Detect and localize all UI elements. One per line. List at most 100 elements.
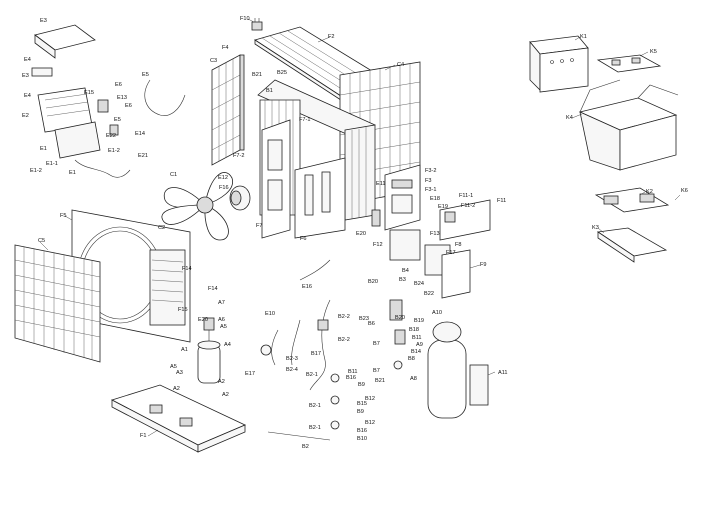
callout-f17[interactable]: F17 — [446, 250, 456, 256]
callout-e1-2[interactable]: E1-2 — [108, 148, 120, 154]
callout-b21-lower[interactable]: B21 — [375, 378, 385, 384]
callout-a9[interactable]: A9 — [416, 342, 423, 348]
callout-f3-1[interactable]: F3-1 — [425, 187, 437, 193]
callout-b11-lower[interactable]: B11 — [348, 369, 358, 375]
callout-e19[interactable]: E19 — [438, 204, 448, 210]
callout-b21[interactable]: B21 — [252, 72, 262, 78]
callout-c5[interactable]: C5 — [38, 238, 46, 244]
callout-e3[interactable]: E3 — [40, 18, 47, 24]
callout-e21[interactable]: E21 — [138, 153, 148, 159]
callout-e22[interactable]: E22 — [106, 133, 116, 139]
callout-e14[interactable]: E14 — [135, 131, 145, 137]
callout-e2[interactable]: E2 — [22, 113, 29, 119]
callout-f11-1[interactable]: F11-1 — [459, 193, 474, 199]
callout-a7[interactable]: A7 — [218, 300, 225, 306]
callout-b9-lower[interactable]: B9 — [357, 409, 364, 415]
callout-a3[interactable]: A3 — [176, 370, 183, 376]
callout-f2[interactable]: F2 — [328, 34, 335, 40]
callout-e20[interactable]: E20 — [356, 231, 366, 237]
callout-b2-3[interactable]: B2-3 — [286, 356, 298, 362]
callout-b24[interactable]: B24 — [414, 281, 424, 287]
callout-b2-4[interactable]: B2-4 — [286, 367, 298, 373]
callout-f10[interactable]: F10 — [240, 16, 250, 22]
callout-a4[interactable]: A4 — [224, 342, 231, 348]
callout-k1[interactable]: K1 — [580, 34, 587, 40]
callout-a11[interactable]: A11 — [498, 370, 508, 376]
callout-e11[interactable]: E11 — [376, 181, 386, 187]
callout-f12[interactable]: F12 — [373, 242, 383, 248]
callout-e20-lower[interactable]: E20 — [198, 317, 208, 323]
callout-f7-2[interactable]: F7-2 — [233, 153, 245, 159]
callout-f16[interactable]: F16 — [219, 185, 229, 191]
callout-f4[interactable]: F4 — [222, 45, 229, 51]
callout-a1[interactable]: A1 — [181, 347, 188, 353]
callout-b7-lower[interactable]: B7 — [373, 368, 380, 374]
callout-e15[interactable]: E15 — [84, 90, 94, 96]
callout-a10[interactable]: A10 — [432, 310, 442, 316]
callout-e5[interactable]: E5 — [142, 72, 149, 78]
callout-b14[interactable]: B14 — [411, 349, 421, 355]
callout-a8[interactable]: A8 — [410, 376, 417, 382]
callout-f7[interactable]: F7 — [256, 223, 263, 229]
callout-b1[interactable]: B1 — [266, 88, 273, 94]
callout-b16[interactable]: B16 — [346, 375, 356, 381]
callout-k4[interactable]: K4 — [566, 115, 573, 121]
callout-e17[interactable]: E17 — [245, 371, 255, 377]
callout-b2-1-lower[interactable]: B2-1 — [309, 425, 321, 431]
callout-f11-2[interactable]: F11-2 — [461, 203, 476, 209]
callout-b4[interactable]: B4 — [402, 268, 409, 274]
callout-k2[interactable]: K2 — [646, 189, 653, 195]
callout-e18[interactable]: E18 — [430, 196, 440, 202]
callout-b15[interactable]: B15 — [357, 401, 367, 407]
callout-e13[interactable]: E13 — [117, 95, 127, 101]
callout-e6-lower[interactable]: E6 — [125, 103, 132, 109]
callout-e10[interactable]: E10 — [265, 311, 275, 317]
callout-b2[interactable]: B2 — [302, 444, 309, 450]
callout-f1[interactable]: F1 — [140, 433, 147, 439]
callout-f14[interactable]: F14 — [182, 266, 192, 272]
callout-e5-lower[interactable]: E5 — [114, 117, 121, 123]
callout-e4[interactable]: E4 — [24, 57, 31, 63]
callout-b23[interactable]: B23 — [359, 316, 369, 322]
callout-b3[interactable]: B3 — [399, 277, 406, 283]
callout-b11[interactable]: B11 — [412, 335, 422, 341]
callout-a2-lower[interactable]: A2 — [222, 392, 229, 398]
callout-c4[interactable]: C4 — [397, 62, 405, 68]
callout-f15[interactable]: F15 — [178, 307, 188, 313]
callout-f9[interactable]: F9 — [480, 262, 487, 268]
callout-b2-1-mid[interactable]: B2-1 — [309, 403, 321, 409]
callout-e1[interactable]: E1 — [40, 146, 47, 152]
callout-e16[interactable]: E16 — [302, 284, 312, 290]
callout-b22[interactable]: B22 — [424, 291, 434, 297]
callout-k6[interactable]: K6 — [681, 188, 688, 194]
callout-a2-mid[interactable]: A2 — [218, 379, 225, 385]
callout-b20[interactable]: B20 — [368, 279, 378, 285]
callout-f11[interactable]: F11 — [497, 198, 507, 204]
callout-e1-lower[interactable]: E1 — [69, 170, 76, 176]
callout-f13[interactable]: F13 — [430, 231, 440, 237]
callout-f8[interactable]: F8 — [455, 242, 462, 248]
callout-f3-2[interactable]: F3-2 — [425, 168, 437, 174]
callout-c3[interactable]: C3 — [210, 58, 218, 64]
callout-a5[interactable]: A5 — [220, 324, 227, 330]
callout-b18[interactable]: B18 — [409, 327, 419, 333]
callout-b2-1[interactable]: B2-1 — [306, 372, 318, 378]
callout-c1[interactable]: C1 — [170, 172, 178, 178]
callout-b9[interactable]: B9 — [358, 382, 365, 388]
callout-a6[interactable]: A6 — [218, 317, 225, 323]
callout-b16-lower[interactable]: B16 — [357, 428, 367, 434]
callout-b7[interactable]: B7 — [373, 341, 380, 347]
callout-b2-2[interactable]: B2-2 — [338, 314, 350, 320]
callout-k3[interactable]: K3 — [592, 225, 599, 231]
callout-e1-1[interactable]: E1-1 — [46, 161, 58, 167]
callout-c2[interactable]: C2 — [158, 225, 166, 231]
callout-k5[interactable]: K5 — [650, 49, 657, 55]
callout-e1-2-lower[interactable]: E1-2 — [30, 168, 42, 174]
callout-e4-lower[interactable]: E4 — [24, 93, 31, 99]
callout-b8[interactable]: B8 — [408, 356, 415, 362]
callout-a2[interactable]: A2 — [173, 386, 180, 392]
callout-e3-lower[interactable]: E3 — [22, 73, 29, 79]
callout-f6[interactable]: F6 — [300, 236, 307, 242]
callout-b25[interactable]: B25 — [277, 70, 287, 76]
callout-b17[interactable]: B17 — [311, 351, 321, 357]
